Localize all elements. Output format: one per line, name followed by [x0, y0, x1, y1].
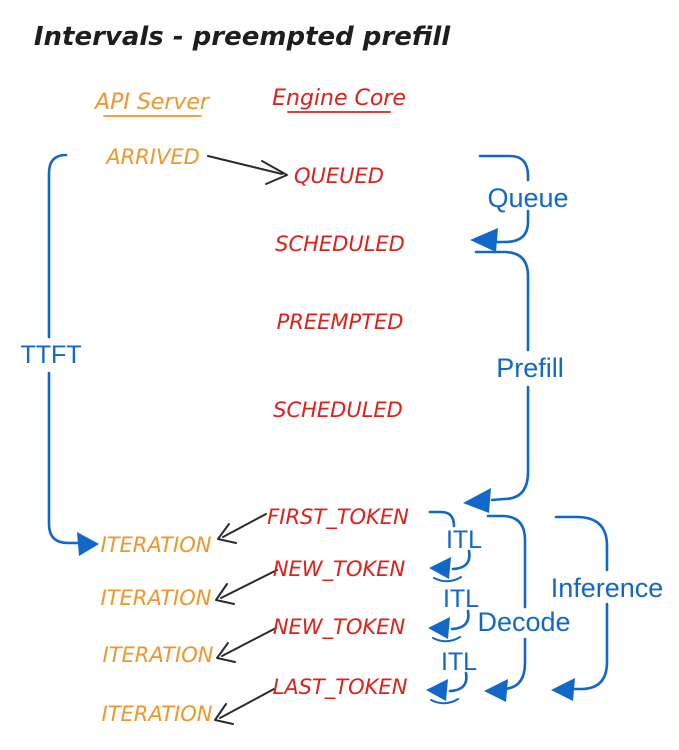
arrow-line	[221, 627, 277, 657]
arrow-new-token1-to-iteration2	[215, 569, 278, 605]
inference-bracket-bottom-line	[570, 602, 609, 691]
open-arrowhead-icon	[217, 523, 237, 544]
event-iteration-3: ITERATION	[103, 643, 214, 667]
arrow-arrived-to-queued	[207, 155, 288, 185]
itl3-swoosh-line	[430, 698, 459, 705]
arrow-line	[220, 569, 278, 599]
open-arrowhead-icon	[216, 642, 236, 663]
interval-label-itl-1: ITL	[446, 526, 482, 554]
event-first-token: FIRST_TOKEN	[267, 505, 409, 530]
queue-arrowhead-icon	[470, 228, 498, 252]
queue-bracket	[470, 154, 530, 252]
interval-label-itl-2: ITL	[443, 585, 479, 613]
itl1-hook-line	[451, 549, 471, 571]
open-arrowhead-icon	[215, 583, 235, 605]
arrow-first-token-to-iteration1	[217, 513, 267, 544]
itl1-swoosh-line	[433, 576, 462, 583]
event-scheduled-1: SCHEDULED	[275, 232, 405, 256]
inference-arrowhead-icon	[551, 678, 575, 701]
itl1-arrowhead-icon	[429, 557, 451, 579]
queue-bracket-bottom-line	[489, 209, 530, 244]
prefill-arrowhead-icon	[463, 488, 491, 513]
itl1-top-corner-line	[428, 510, 456, 528]
decode-bracket-bottom-line	[495, 637, 527, 691]
itl-bracket-2	[428, 609, 470, 643]
ttft-bracket-bottom-line	[47, 371, 81, 545]
event-iteration-1: ITERATION	[101, 533, 212, 557]
event-last-token: LAST_TOKEN	[273, 675, 408, 700]
event-new-token-1: NEW_TOKEN	[273, 557, 406, 582]
arrow-line	[219, 688, 275, 719]
interval-label-itl-3: ITL	[441, 648, 477, 676]
queue-bracket-top-line	[478, 154, 530, 182]
open-arrowhead-icon	[261, 160, 288, 185]
event-arrived: ARRIVED	[104, 145, 200, 169]
event-iteration-2: ITERATION	[101, 586, 212, 610]
itl2-arrowhead-icon	[428, 617, 450, 639]
page-title: Intervals - preempted prefill	[34, 22, 451, 52]
inference-bracket	[551, 515, 609, 701]
interval-label-prefill: Prefill	[496, 353, 564, 383]
decode-arrowhead-icon	[484, 679, 508, 702]
decode-bracket-top-line	[486, 514, 527, 609]
interval-label-ttft: TTFT	[20, 341, 81, 369]
arrow-line	[207, 155, 283, 175]
arrow-last-token-to-iteration4	[214, 688, 275, 725]
arrow-new-token2-to-iteration3	[216, 627, 277, 663]
ttft-arrowhead-icon	[77, 532, 99, 556]
event-iteration-4: ITERATION	[102, 702, 213, 726]
prefill-bracket-bottom-line	[490, 385, 530, 502]
event-preempted: PREEMPTED	[277, 310, 404, 334]
interval-label-inference: Inference	[551, 573, 664, 603]
inference-bracket-top-line	[554, 515, 609, 572]
event-scheduled-2: SCHEDULED	[273, 398, 403, 422]
ttft-bracket	[47, 153, 99, 556]
prefill-bracket	[463, 250, 530, 513]
itl3-arrowhead-icon	[426, 679, 448, 701]
itl-bracket-3	[426, 671, 468, 705]
itl2-swoosh-line	[432, 636, 461, 643]
ttft-bracket-top-line	[47, 153, 68, 339]
interval-label-decode: Decode	[477, 607, 570, 637]
prefill-bracket-top-line	[474, 250, 530, 352]
decode-bracket	[484, 514, 527, 702]
column-header-api-server: API Server	[93, 90, 211, 115]
event-queued: QUEUED	[294, 164, 384, 188]
arrow-line	[222, 513, 267, 538]
event-new-token-2: NEW_TOKEN	[273, 615, 406, 640]
interval-label-queue: Queue	[487, 183, 568, 213]
column-header-engine-core: Engine Core	[272, 86, 406, 111]
itl-bracket-1	[428, 510, 471, 583]
open-arrowhead-icon	[214, 703, 234, 725]
itl2-hook-line	[450, 609, 470, 631]
itl3-hook-line	[448, 671, 468, 693]
